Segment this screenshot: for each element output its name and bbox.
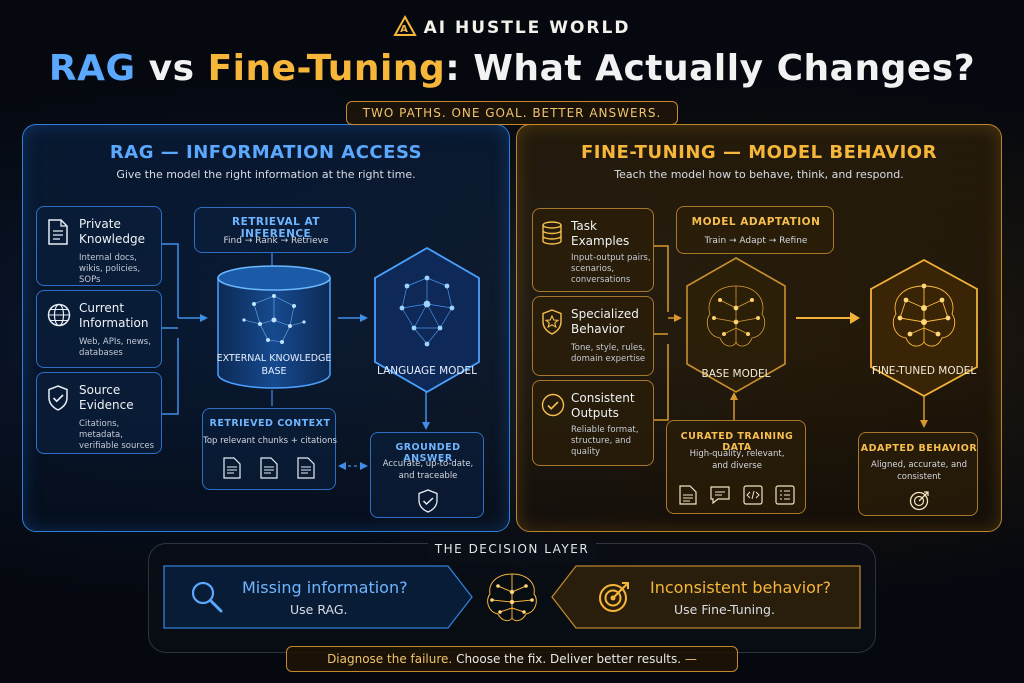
adapted-behavior-card: ADAPTED BEHAVIOR Aligned, accurate, and … [858,432,978,516]
curated-training-data-desc: High-quality, relevant, and diverse [689,449,785,471]
model-adaptation-card: MODEL ADAPTATION Train → Adapt → Refine [676,206,834,254]
rag-source-title: Current Information [79,301,149,330]
title-vs: vs [148,48,195,89]
target-icon [909,491,929,511]
rag-subtitle: Give the model the right information at … [116,168,416,181]
ft-source-title: Consistent Outputs [571,391,635,420]
ft-source-consistent-outputs: Consistent Outputs Reliable format, stru… [532,380,654,466]
retrieval-label: RETRIEVAL AT INFERENCE [232,216,320,240]
globe-icon [47,303,71,327]
language-model-icon [374,246,480,394]
title-rag: RAG [48,48,136,89]
footer-part3: Deliver better results. [550,652,682,666]
document-icon [297,457,315,479]
ft-source-task-examples: Task Examples Input-output pairs, scenar… [532,208,654,292]
rag-source-title: Source Evidence [79,383,134,412]
ft-source-specialized-behavior: Specialized Behavior Tone, style, rules,… [532,296,654,376]
retrieved-context-card: RETRIEVED CONTEXT Top relevant chunks + … [202,408,337,490]
rag-source-current-information: Current Information Web, APIs, news, dat… [36,290,162,368]
check-circle-icon [541,393,565,417]
retrieval-card: RETRIEVAL AT INFERENCE Find → Rank → Ret… [194,207,356,253]
rag-source-evidence: Source Evidence Citations, metadata, ver… [36,372,162,454]
ft-heading: FINE-TUNING — MODEL BEHAVIOR [581,142,937,163]
base-model-label: BASE MODEL [701,368,771,380]
decision-left-answer: Use RAG. [290,602,348,617]
document-icon [223,457,241,479]
decision-right-question: Inconsistent behavior? [650,578,832,597]
grounded-answer-desc: Accurate, up-to-date, and traceable [382,459,474,481]
decision-left-question: Missing information? [242,578,408,597]
chat-icon [710,486,730,505]
brand-name: AI HUSTLE WORLD [423,18,631,38]
footer-part2: Choose the fix. [456,652,547,666]
knowledge-base-icon [217,265,331,389]
document-icon [260,457,278,479]
shield-check-icon [418,489,438,513]
rag-source-desc: Web, APIs, news, databases [79,337,151,358]
document-icon [679,485,697,505]
knowledge-base-label: EXTERNAL KNOWLEDGE BASE [216,353,332,377]
rag-heading: RAG — INFORMATION ACCESS [109,142,423,163]
footer-tail: — [684,652,697,666]
rag-source-desc: Internal docs, wikis, policies, SOPs [79,253,141,285]
svg-text:A: A [400,24,410,35]
star-shield-icon [542,309,562,335]
footer-part1: Diagnose the failure. [327,652,453,666]
brand: A AI HUSTLE WORLD [0,14,1024,38]
decision-layer-title: THE DECISION LAYER [428,542,596,562]
tagline: TWO PATHS. ONE GOAL. BETTER ANSWERS. [346,101,678,125]
ft-source-title: Specialized Behavior [571,307,639,336]
shield-check-icon [48,385,68,411]
target-icon [599,582,629,612]
logo-icon: A [392,14,417,36]
title-rest: : What Actually Changes? [445,48,976,89]
adapted-behavior-desc: Aligned, accurate, and consistent [871,460,967,482]
search-icon [191,581,223,613]
rag-source-title: Private Knowledge [79,217,145,246]
rag-source-private-knowledge: Private Knowledge Internal docs, wikis, … [36,206,162,286]
rag-source-desc: Citations, metadata, verifiable sources [79,419,155,451]
brain-icon [487,573,537,622]
curated-training-data-label: CURATED TRAINING DATA [680,431,794,453]
grounded-answer-card: GROUNDED ANSWER Accurate, up-to-date, an… [370,432,484,518]
ft-source-desc: Tone, style, rules, domain expertise [571,343,646,364]
page-title: RAG vs Fine-Tuning: What Actually Change… [0,48,1024,89]
retrieved-context-label: RETRIEVED CONTEXT [209,418,331,429]
title-fine-tuning: Fine-Tuning [207,48,446,89]
decision-right-answer: Use Fine-Tuning. [674,602,775,617]
grounded-answer-label: GROUNDED ANSWER [395,442,461,464]
ft-subtitle: Teach the model how to behave, think, an… [614,168,904,181]
fine-tuned-model-label: FINE-TUNED MODEL [871,365,977,377]
fine-tuned-model-icon [870,258,978,398]
list-icon [775,485,795,505]
footer-banner: Diagnose the failure. Choose the fix. De… [286,646,738,672]
retrieval-steps: Find → Rank → Retrieve [223,236,329,246]
base-model-icon [686,257,786,393]
model-adaptation-label: MODEL ADAPTATION [691,216,821,228]
retrieved-context-desc: Top relevant chunks + citations [203,436,337,446]
language-model-label: LANGUAGE MODEL [377,365,477,377]
ft-source-title: Task Examples [571,219,630,248]
ft-source-desc: Reliable format, structure, and quality [571,425,639,457]
curated-training-data-card: CURATED TRAINING DATA High-quality, rele… [666,420,806,514]
ft-source-desc: Input-output pairs, scenarios, conversat… [571,253,651,285]
database-icon [542,221,562,245]
model-adaptation-steps: Train → Adapt → Refine [704,236,808,246]
code-icon [743,485,763,505]
adapted-behavior-label: ADAPTED BEHAVIOR [860,443,978,454]
document-icon [48,219,68,245]
